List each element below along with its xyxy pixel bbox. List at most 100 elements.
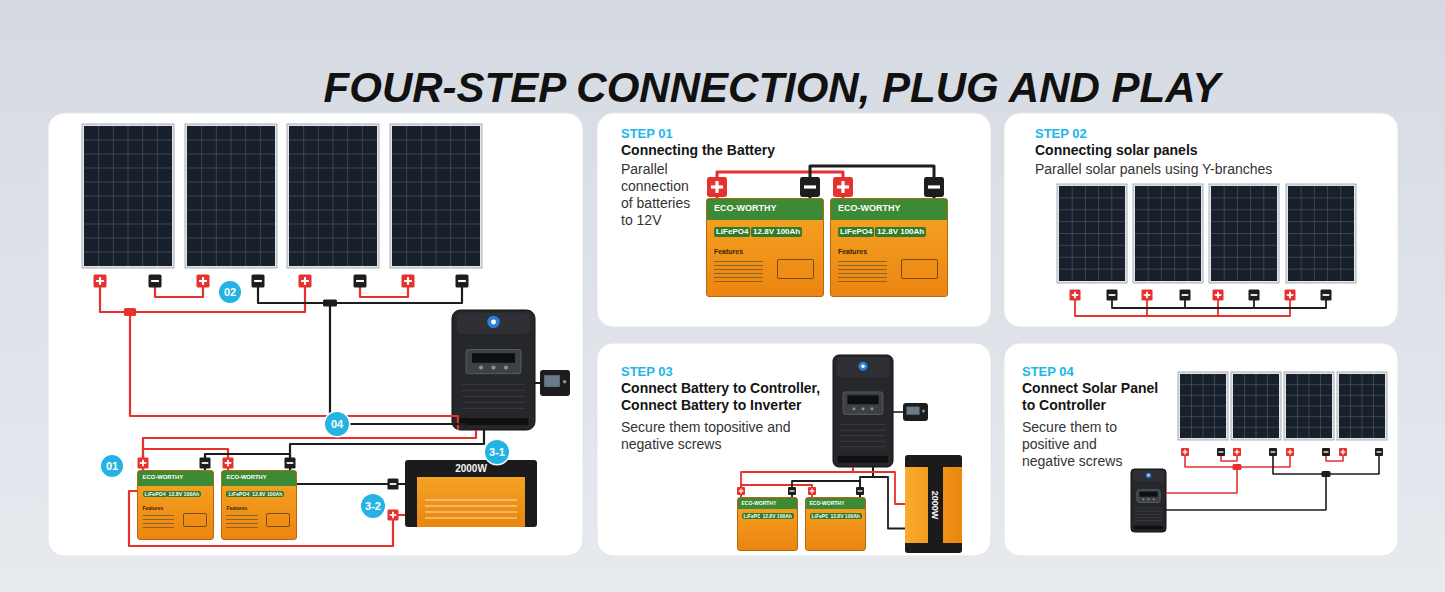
- solar-panel: [390, 124, 482, 268]
- terminal-marker: [707, 177, 727, 197]
- mppt-controller: [1131, 469, 1166, 532]
- chemistry-label: LiFePO4: [226, 491, 251, 497]
- terminal-bar: [142, 460, 144, 467]
- panel-frame: [1178, 372, 1228, 440]
- card-panel: [597, 113, 991, 327]
- cell-line: [289, 196, 377, 197]
- remote-screen: [544, 375, 560, 387]
- terminal-square: [252, 275, 265, 288]
- cell-line: [1339, 384, 1385, 385]
- terminal-bar: [1146, 292, 1148, 299]
- callout-number: 01: [101, 455, 123, 477]
- cell-line: [84, 140, 172, 141]
- y-branch-connector: [1233, 464, 1242, 470]
- cell-line: [1135, 245, 1201, 246]
- step-description: Parallel connection of batteries to 12V: [621, 161, 703, 229]
- terminal-square: [200, 458, 211, 469]
- terminal-marker: [456, 275, 469, 288]
- cell-line: [84, 210, 172, 211]
- cell-line: [289, 168, 377, 169]
- panel-cells: [1286, 374, 1332, 438]
- panel-frame: [1284, 372, 1334, 440]
- cell-line: [187, 140, 275, 141]
- lifepo4-battery: ECO-WORTHYLiFePO412.8V 100AhFeatures: [706, 198, 824, 297]
- solar-panel: [82, 124, 174, 268]
- cell-line: [84, 252, 172, 253]
- solar-panel: [185, 124, 277, 268]
- terminal-marker: [1269, 448, 1277, 456]
- cell-line: [1180, 416, 1226, 417]
- wire: [535, 382, 540, 384]
- certification-box: [266, 513, 290, 527]
- terminal-square: [800, 177, 820, 197]
- remote-button: [563, 380, 567, 384]
- terminal-square: [788, 487, 796, 495]
- cell-line: [84, 154, 172, 155]
- step-description: Secure them to positive and negative scr…: [1022, 419, 1128, 470]
- cell-line: [1288, 233, 1354, 234]
- cell-line: [1339, 406, 1385, 407]
- panel-frame: [82, 124, 174, 268]
- terminal-block: [459, 418, 529, 425]
- controller-button: [1148, 498, 1150, 500]
- panel-cells: [1339, 374, 1385, 438]
- cell-line: [392, 210, 480, 211]
- cell-line: [289, 182, 377, 183]
- terminal-marker: [354, 275, 367, 288]
- terminal-square: [1217, 448, 1225, 456]
- cell-line: [84, 224, 172, 225]
- terminal-bar: [1342, 450, 1343, 455]
- terminal-square: [1181, 448, 1189, 456]
- panel-frame: [390, 124, 482, 268]
- terminal-bar: [99, 277, 101, 285]
- cell-line: [392, 168, 480, 169]
- step-heading: Connect Battery to Controller, Connect B…: [621, 380, 831, 414]
- mppt-controller: [452, 310, 535, 430]
- features-heading: Features: [838, 248, 867, 257]
- cell-line: [187, 252, 275, 253]
- cell-line: [1339, 416, 1385, 417]
- panel-cells: [1059, 186, 1125, 281]
- remote-button: [922, 410, 925, 413]
- chemistry-label: LiFePO4: [714, 227, 750, 237]
- cell-line: [289, 252, 377, 253]
- rating-label: 12.8V 100Ah: [760, 513, 793, 519]
- panel-cells: [187, 126, 275, 266]
- terminal-marker: [285, 458, 296, 469]
- step-description: Parallel solar panels using Y-branches: [1035, 161, 1272, 178]
- step-heading: Connect Solar Panel to Controller: [1022, 380, 1172, 414]
- cell-line: [1135, 221, 1201, 222]
- chemistry-label: LiFePO4: [838, 227, 874, 237]
- cell-line: [1211, 209, 1277, 210]
- solar-panel: [1209, 184, 1279, 283]
- wire: [143, 430, 476, 463]
- cell-line: [1211, 245, 1277, 246]
- chemistry-label: LiFePO4: [143, 491, 168, 498]
- cell-line: [1286, 395, 1332, 396]
- terminal-bar: [390, 483, 397, 485]
- cell-line: [392, 182, 480, 183]
- terminal-marker: [138, 458, 149, 469]
- terminal-bar: [1109, 294, 1116, 296]
- cooling-fin: [462, 390, 525, 391]
- cell-line: [1286, 406, 1332, 407]
- y-branch-connector: [323, 300, 337, 307]
- controller-button: [479, 366, 483, 370]
- terminal-marker: [856, 487, 864, 495]
- step-card: STEP 01Connecting the BatteryParallel co…: [597, 113, 991, 327]
- cell-line: [1288, 245, 1354, 246]
- terminal-bar: [1219, 451, 1224, 452]
- solar-panel: [1284, 372, 1334, 440]
- terminal-square: [285, 458, 296, 469]
- terminal-square: [402, 275, 415, 288]
- brand-name: ECO-WORTHY: [742, 500, 777, 506]
- solar-panel: [287, 124, 379, 268]
- panel-frame: [1209, 184, 1279, 283]
- terminal-marker: [833, 177, 853, 197]
- terminal-bar: [928, 185, 940, 188]
- battery-cable: [717, 172, 843, 198]
- terminal-marker: [788, 487, 796, 495]
- cell-line: [1233, 395, 1279, 396]
- controller-logo: [1146, 473, 1151, 478]
- cell-line: [187, 168, 275, 169]
